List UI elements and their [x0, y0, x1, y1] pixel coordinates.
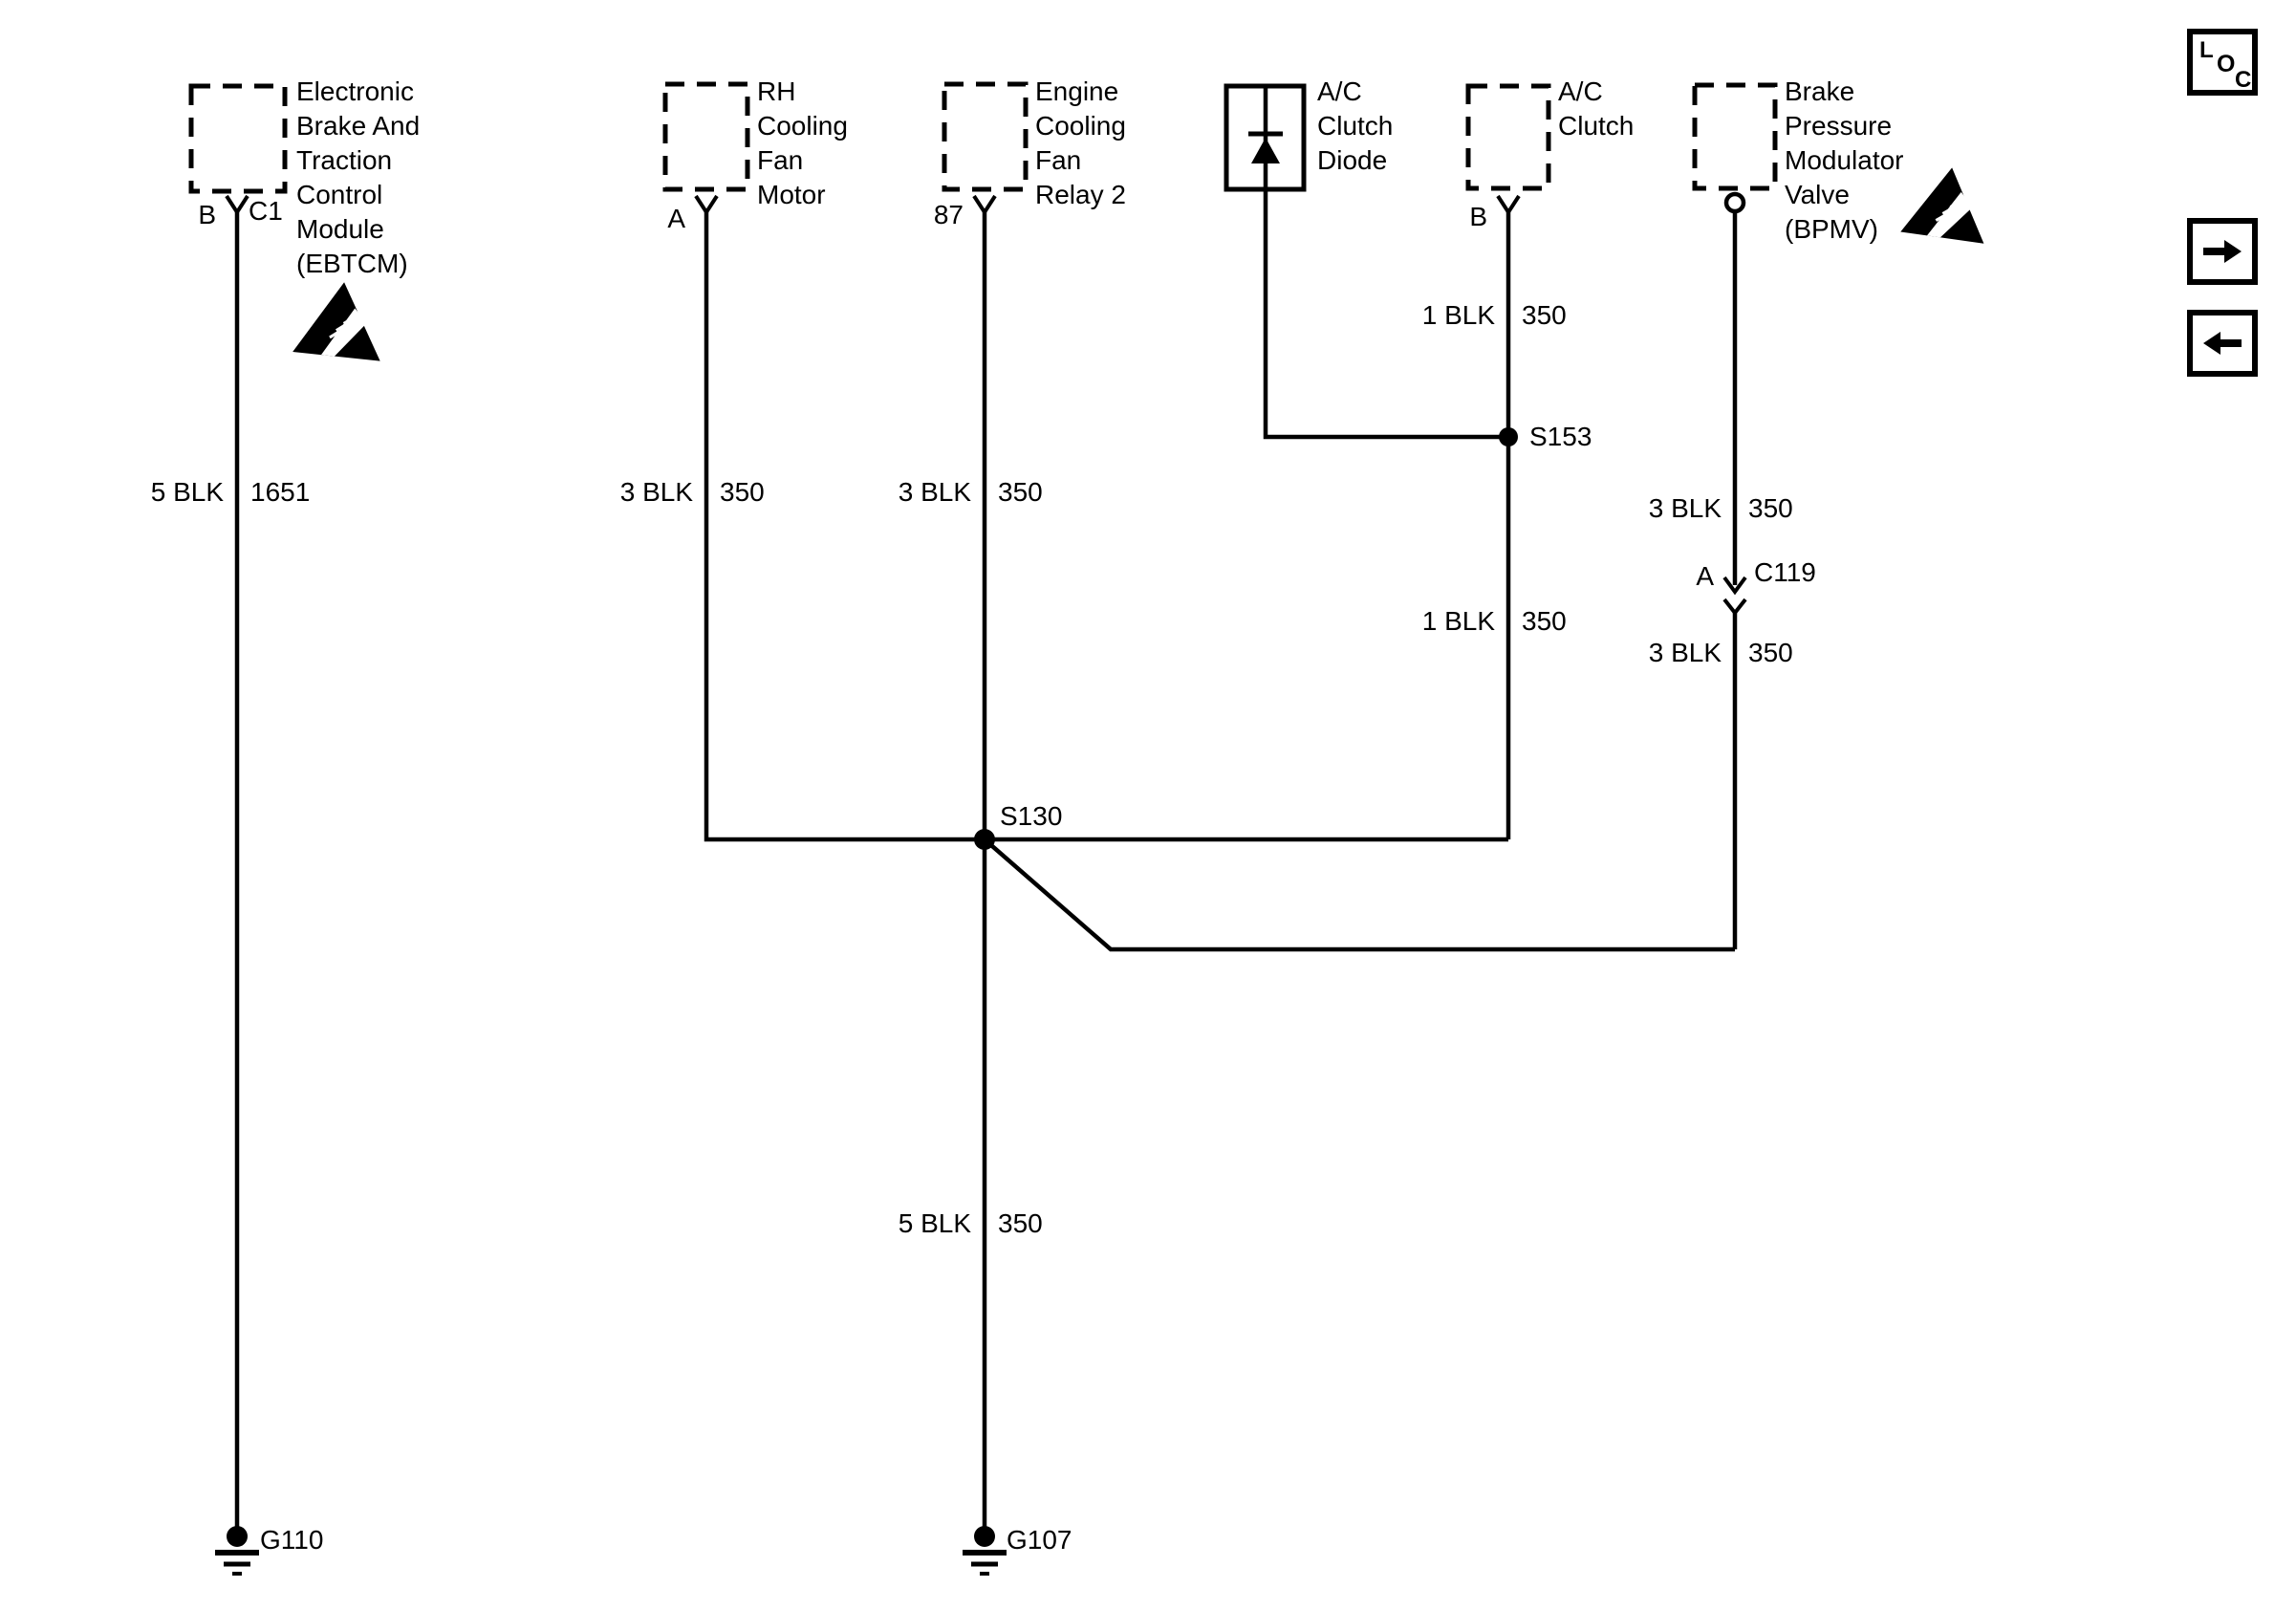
ground-g110-icon — [215, 1526, 259, 1576]
wire-label-gauge: 5 BLK — [898, 1208, 971, 1238]
loc-letter-o: O — [2217, 51, 2236, 77]
next-page-button[interactable] — [2187, 218, 2258, 285]
rh-fan-pin-label: A — [667, 204, 685, 233]
engine-cooling-fan-relay-2-box — [942, 81, 1029, 192]
diode-anode-triangle — [1251, 138, 1280, 163]
esd-warning-icon-bpmv — [1900, 167, 1984, 244]
splice-s153-dot — [1499, 427, 1518, 446]
wire-label-gauge: 3 BLK — [1648, 493, 1722, 523]
bpmv-box — [1692, 82, 1778, 191]
rh-cooling-fan-motor-label: RH Cooling Fan Motor — [757, 76, 848, 209]
ebtcm-pin-label: B — [198, 200, 216, 229]
wire-label-circuit: 350 — [1522, 606, 1567, 636]
bpmv-label: Brake Pressure Modulator Valve (BPMV) — [1785, 76, 1904, 244]
wire-label-circuit: 350 — [1748, 493, 1793, 523]
relay-pin-label: 87 — [933, 200, 964, 229]
ac-clutch-pin-label: B — [1469, 202, 1487, 231]
wire-label-circuit: 1651 — [250, 477, 311, 507]
esd-warning-icon-ebtcm — [292, 282, 380, 361]
rh-fan-terminal-icon — [694, 194, 719, 216]
wire-label-gauge: 1 BLK — [1421, 606, 1495, 636]
c119-pin-label: A — [1696, 561, 1714, 591]
engine-cooling-fan-relay-2-label: Engine Cooling Fan Relay 2 — [1035, 76, 1126, 209]
bpmv-ring-terminal-icon — [1723, 191, 1746, 214]
ebtcm-box — [188, 83, 288, 194]
wire-label-gauge: 5 BLK — [150, 477, 224, 507]
loc-button[interactable]: L O C — [2187, 29, 2258, 96]
wire-rh-fan-to-s130 — [704, 212, 1508, 842]
ebtcm-label: Electronic Brake And Traction Control Mo… — [296, 76, 421, 278]
relay-terminal-icon — [972, 194, 997, 216]
wire-label-circuit: 350 — [1748, 638, 1793, 667]
ground-g107-label: G107 — [1007, 1525, 1072, 1555]
wire-label-circuit: 350 — [720, 477, 765, 507]
ebtcm-connector-label: C1 — [249, 196, 283, 226]
ground-g110-label: G110 — [260, 1525, 324, 1555]
right-arrow-icon — [2203, 240, 2242, 263]
wire-label-gauge: 3 BLK — [619, 477, 693, 507]
ac-clutch-box — [1465, 83, 1551, 191]
wire-label-gauge: 3 BLK — [898, 477, 971, 507]
ac-clutch-diode-label: A/C Clutch Diode — [1317, 76, 1394, 175]
wire-label-circuit: 350 — [998, 1208, 1043, 1238]
ground-g107-icon — [963, 1526, 1007, 1576]
loc-letter-l: L — [2199, 37, 2214, 63]
rh-cooling-fan-motor-box — [662, 81, 750, 192]
ac-clutch-terminal-icon — [1496, 194, 1521, 216]
splice-s153-label: S153 — [1529, 422, 1592, 451]
splice-s130-dot — [974, 829, 995, 850]
wire-label-circuit: 350 — [1522, 300, 1567, 330]
ac-clutch-label: A/C Clutch — [1558, 76, 1635, 141]
loc-letter-c: C — [2235, 67, 2252, 93]
ebtcm-terminal-icon — [225, 194, 249, 216]
wire-label-circuit: 350 — [998, 477, 1043, 507]
wire-diode-to-s153 — [1263, 189, 1508, 440]
splice-s130-label: S130 — [1000, 801, 1063, 831]
wire-s130-to-bpmv — [983, 838, 1735, 952]
c119-male-arrow-icon — [1722, 576, 1747, 596]
wire-label-gauge: 1 BLK — [1421, 300, 1495, 330]
previous-page-button[interactable] — [2187, 310, 2258, 377]
wire-label-gauge: 3 BLK — [1648, 638, 1722, 667]
left-arrow-icon — [2203, 332, 2242, 355]
c119-female-terminal-icon — [1722, 598, 1747, 617]
c119-connector-label: C119 — [1754, 557, 1816, 587]
